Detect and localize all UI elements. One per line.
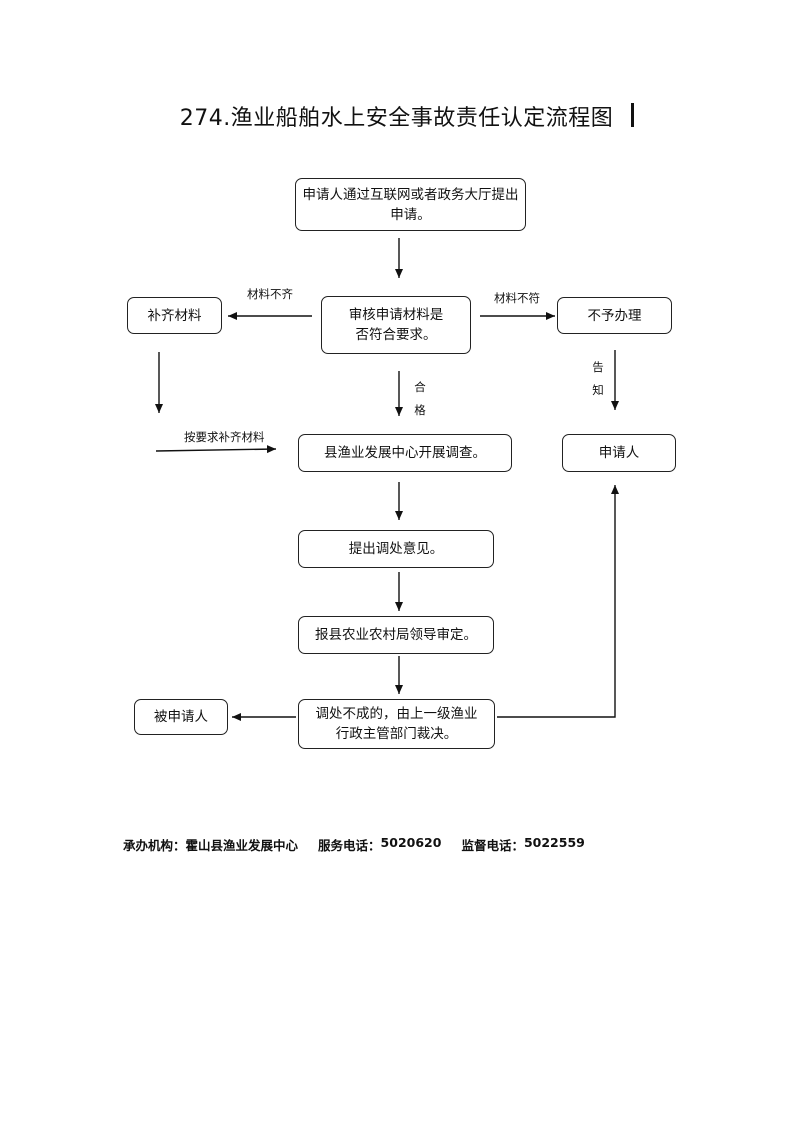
label-incomplete: 材料不齐 (247, 287, 293, 301)
organizer-name: 霍山县渔业发展中心 (185, 838, 299, 853)
supervise-phone-label: 监督电话： (461, 838, 524, 853)
footer-contact: 承办机构： 霍山县渔业发展中心 服务电话： 5020620 监督电话： 5022… (123, 835, 585, 854)
node-review: 审核申请材料是否符合要求。 (321, 296, 471, 354)
label-nonconforming: 材料不符 (494, 291, 540, 305)
node-investigate: 县渔业发展中心开展调查。 (298, 434, 512, 472)
label-qualified: 合格 (414, 380, 426, 417)
node-supplement: 补齐材料 (127, 297, 222, 334)
organizer-label: 承办机构： (123, 838, 186, 853)
arrow-resubmit-to-investigate (155, 445, 277, 454)
service-phone: 5020620 (380, 835, 442, 850)
node-approve: 报县农业农村局领导审定。 (298, 616, 494, 654)
node-respondent: 被申请人 (134, 699, 228, 735)
label-notify: 告知 (592, 360, 604, 397)
service-phone-label: 服务电话： (318, 838, 381, 853)
node-ruling: 调处不成的，由上一级渔业行政主管部门裁决。 (298, 699, 495, 749)
supervise-phone: 5022559 (523, 835, 585, 850)
node-opinion: 提出调处意见。 (298, 530, 494, 568)
page-title: 274.渔业船舶水上安全事故责任认定流程图 (179, 106, 614, 131)
arrow-ruling-to-applicant (497, 485, 619, 718)
node-applicant: 申请人 (562, 434, 676, 472)
title-cursor-bar (631, 103, 634, 127)
label-resubmit: 按要求补齐材料 (184, 430, 265, 444)
node-apply: 申请人通过互联网或者政务大厅提出申请。 (295, 178, 526, 231)
node-reject: 不予办理 (557, 297, 672, 334)
